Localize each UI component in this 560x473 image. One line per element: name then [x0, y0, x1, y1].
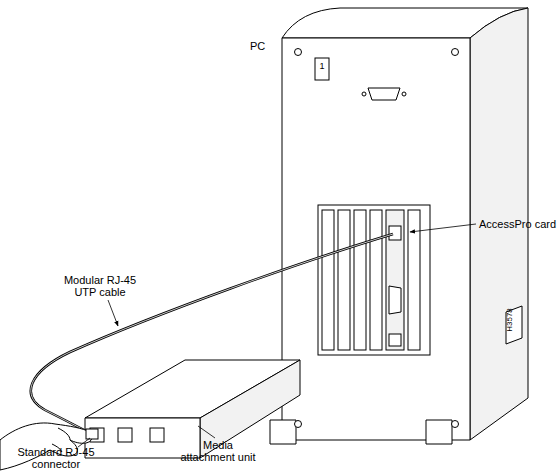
callout-label: Media attachment unit	[176, 439, 260, 463]
rj45-plug	[86, 429, 98, 439]
media-attachment-unit	[85, 360, 300, 458]
utp-cable-core	[31, 234, 393, 434]
figure-number: H3578	[504, 300, 516, 340]
leader-lines	[78, 224, 476, 447]
part-label: PC	[250, 40, 280, 52]
switch-marking: 1	[316, 60, 328, 72]
callout-label: AccessPro card	[479, 218, 559, 230]
callout-label: Standard RJ-45 connector	[14, 446, 98, 470]
callout-label: Modular RJ-45 UTP cable	[58, 274, 142, 298]
utp-cable	[31, 234, 393, 434]
